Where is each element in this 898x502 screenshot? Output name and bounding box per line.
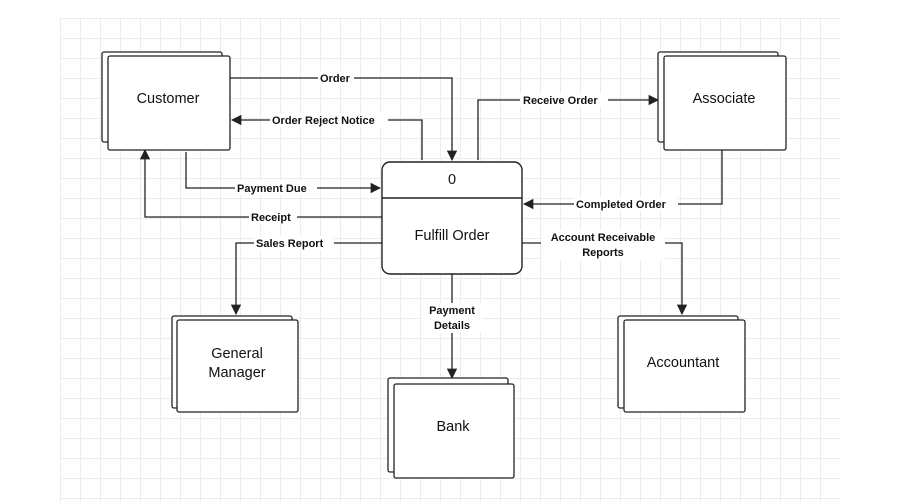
flow-label-order-reject-notice: Order Reject Notice — [272, 115, 375, 127]
flow-label-completed-order: Completed Order — [576, 199, 667, 211]
entity-customer-label: Customer — [137, 91, 200, 107]
entity-accountant-label: Accountant — [647, 355, 720, 371]
flow-line-sales-report — [230, 242, 382, 316]
entity-customer: Customer — [101, 51, 231, 151]
flow-line-receive-order — [477, 94, 660, 160]
flow-label-payment-due: Payment Due — [237, 183, 307, 195]
entity-bank-label: Bank — [436, 419, 470, 435]
entity-associate-label: Associate — [693, 91, 756, 107]
entity-accountant: Accountant — [617, 315, 746, 413]
flow-label-sales-report: Sales Report — [256, 238, 324, 250]
flow-label-account-receivable-line1: Account Receivable — [551, 232, 656, 244]
entity-bank: Bank — [387, 377, 515, 479]
entity-general-manager-label-line1: General — [211, 346, 263, 362]
process-fulfill-order: 0 Fulfill Order — [381, 161, 523, 275]
process-id: 0 — [448, 172, 456, 188]
flow-label-receive-order: Receive Order — [523, 95, 598, 107]
process-name: Fulfill Order — [415, 228, 490, 244]
flow-line-order — [230, 77, 458, 162]
flow-label-payment-details-line2: Details — [434, 320, 470, 332]
flow-label-receipt: Receipt — [251, 212, 291, 224]
entity-associate: Associate — [657, 51, 787, 151]
flow-line-receipt — [139, 148, 382, 218]
flow-label-payment-details-line1: Payment — [429, 305, 475, 317]
entity-general-manager-label-line2: Manager — [208, 365, 265, 381]
flow-label-order: Order — [320, 73, 351, 85]
entity-general-manager: General Manager — [171, 315, 299, 413]
flow-line-completed-order — [522, 150, 723, 210]
flow-label-account-receivable-line2: Reports — [582, 247, 624, 259]
